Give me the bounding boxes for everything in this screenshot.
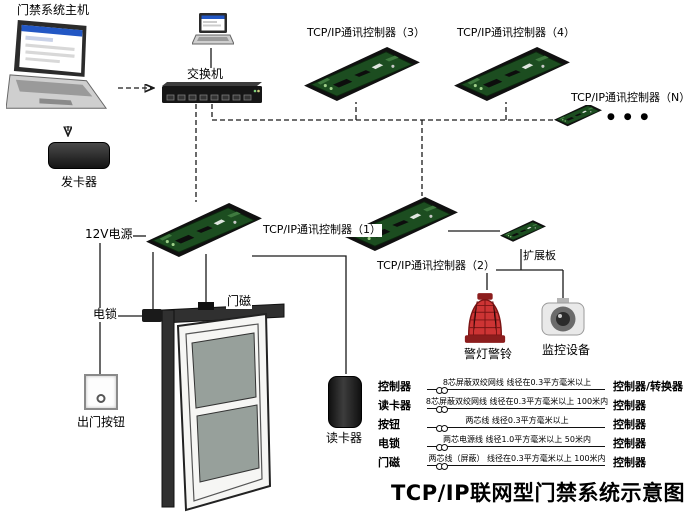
legend-cable-label: 8芯屏蔽双绞网线 线径在0.3平方毫米以上 100米内 [425, 397, 609, 406]
label-controller-3: TCP/IP通讯控制器（3） [306, 26, 426, 40]
more-controllers-ellipsis: ● ● ● [607, 112, 652, 122]
label-card-issuer: 发卡器 [60, 175, 99, 190]
legend-line [427, 389, 605, 390]
legend-left-label: 读卡器 [378, 399, 411, 412]
legend-right-label: 控制器 [613, 418, 646, 431]
legend-cable: 两芯电源线 线径1.0平方毫米以上 50米内 [427, 433, 607, 452]
coil-icon [436, 425, 448, 432]
controller-n-board [554, 103, 602, 127]
coil-icon [436, 463, 448, 470]
legend-right-label: 控制器/转换器 [613, 380, 684, 393]
coil-icon [436, 387, 448, 394]
label-host: 门禁系统主机 [16, 3, 91, 18]
legend-left-label: 按钮 [378, 418, 400, 431]
legend-line [427, 427, 605, 428]
legend-row: 控制器 8芯屏蔽双绞网线 线径在0.3平方毫米以上 控制器/转换器 [378, 376, 698, 395]
alarm-siren [462, 290, 508, 346]
controller-3-board [304, 46, 420, 102]
legend-cable: 8芯屏蔽双绞网线 线径在0.3平方毫米以上 100米内 [425, 395, 609, 414]
surveillance-camera [540, 298, 586, 340]
legend-left-label: 控制器 [378, 380, 411, 393]
coil-icon [436, 406, 448, 413]
legend-line [427, 446, 605, 447]
label-door-magnet: 门磁 [226, 294, 253, 309]
label-card-reader: 读卡器 [325, 431, 364, 446]
legend-cable-label: 两芯线 线径0.3平方毫米以上 [465, 416, 569, 425]
door-magnet-sensor [198, 302, 214, 310]
legend-row: 电锁 两芯电源线 线径1.0平方毫米以上 50米内 控制器 [378, 433, 698, 452]
legend-cable-label: 两芯线（屏蔽） 线径在0.3平方毫米以上 100米内 [428, 454, 606, 463]
exit-button-device [84, 374, 118, 410]
legend-right-label: 控制器 [613, 456, 646, 469]
label-expansion-board: 扩展板 [522, 249, 557, 263]
label-controller-2: TCP/IP通讯控制器（2） [376, 259, 496, 273]
label-exit-button: 出门按钮 [76, 415, 127, 430]
config-laptop [192, 12, 234, 48]
legend-row: 门磁 两芯线（屏蔽） 线径在0.3平方毫米以上 100米内 控制器 [378, 452, 698, 471]
legend-left-label: 电锁 [378, 437, 400, 450]
label-controller-4: TCP/IP通讯控制器（4） [456, 26, 576, 40]
legend: 控制器 8芯屏蔽双绞网线 线径在0.3平方毫米以上 控制器/转换器 读卡器 8芯… [378, 376, 698, 471]
label-alarm: 警灯警铃 [463, 347, 514, 362]
label-camera: 监控设备 [541, 343, 592, 358]
label-electric-lock: 电锁 [92, 307, 119, 322]
electric-lock-device [142, 309, 162, 322]
label-controller-n: TCP/IP通讯控制器（N） [570, 91, 692, 105]
legend-cable: 8芯屏蔽双绞网线 线径在0.3平方毫米以上 [427, 376, 607, 395]
host-computer [6, 18, 114, 120]
diagram-title: TCP/IP联网型门禁系统示意图 [390, 481, 685, 505]
legend-cable: 两芯线 线径0.3平方毫米以上 [427, 414, 607, 433]
label-switch: 交换机 [186, 67, 225, 82]
legend-cable: 两芯线（屏蔽） 线径在0.3平方毫米以上 100米内 [427, 452, 607, 471]
coil-icon [436, 444, 448, 451]
legend-cable-label: 8芯屏蔽双绞网线 线径在0.3平方毫米以上 [442, 378, 592, 387]
legend-row: 读卡器 8芯屏蔽双绞网线 线径在0.3平方毫米以上 100米内 控制器 [378, 395, 698, 414]
legend-right-label: 控制器 [613, 399, 646, 412]
network-wires [68, 88, 556, 202]
legend-left-label: 门磁 [378, 456, 400, 469]
card-issuer-device [48, 142, 110, 169]
door-drawing [161, 302, 285, 512]
legend-right-label: 控制器 [613, 437, 646, 450]
expansion-board [500, 213, 546, 249]
legend-cable-label: 两芯电源线 线径1.0平方毫米以上 50米内 [443, 435, 591, 444]
label-controller-1: TCP/IP通讯控制器（1） [262, 223, 382, 237]
legend-line [427, 408, 605, 409]
network-switch [162, 82, 262, 104]
button-dot [96, 393, 106, 403]
controller-4-board [454, 46, 570, 102]
controller-1-board [146, 202, 262, 258]
legend-row: 按钮 两芯线 线径0.3平方毫米以上 控制器 [378, 414, 698, 433]
card-reader-device [328, 376, 362, 428]
label-power: 12V电源 [84, 227, 134, 242]
legend-line [427, 465, 605, 466]
